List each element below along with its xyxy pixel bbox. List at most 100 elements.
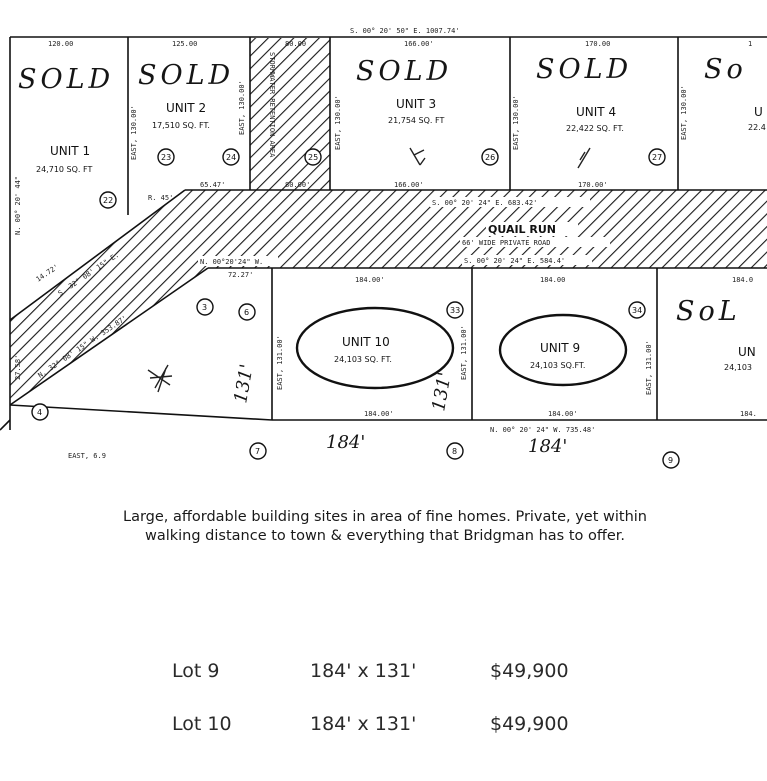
dim-bottom-lot2: 65.47' (200, 181, 225, 189)
marker-8: 8 (446, 442, 464, 460)
svg-text:26: 26 (485, 153, 495, 162)
dim-lot9-top: 184.00 (540, 276, 565, 284)
unit2-area: 17,510 SQ. FT. (152, 121, 210, 130)
marker-33: 33 (446, 301, 464, 319)
dim-bottom-lot4: 170.00' (578, 181, 608, 189)
svg-text:7: 7 (255, 447, 260, 456)
svg-text:23: 23 (161, 153, 171, 162)
dim-top-lot3: 166.00' (404, 40, 434, 48)
plat-map: S. 00° 20' 50" E. 1007.74' 120.00 125.00… (0, 27, 767, 469)
dim-top-lot2: 125.00 (172, 40, 197, 48)
marker-25: 25 (304, 148, 322, 166)
dim-top-lot4: 170.00 (585, 40, 610, 48)
dim-lot10-bottom: 184.00' (364, 410, 394, 418)
lot-price: $49,900 (490, 713, 569, 735)
marker-23: 23 (157, 148, 175, 166)
unit3-area: 21,754 SQ. FT (388, 116, 444, 125)
dim-diag3: 14.72' (35, 263, 60, 284)
marker-7: 7 (249, 442, 267, 460)
dim-lot8-top: 184.0 (732, 276, 753, 284)
listing-row-lot10: Lot 10 184' x 131' $49,900 (0, 713, 767, 743)
hand-width-2: 184' (528, 436, 567, 457)
marker-27: 27 (648, 148, 666, 166)
svg-text:33: 33 (450, 306, 460, 315)
marker-34: 34 (628, 301, 646, 319)
unit3-label: UNIT 3 (396, 97, 436, 111)
listing-row-lot9: Lot 9 184' x 131' $49,900 (0, 660, 767, 690)
road-desc: 66' WIDE PRIVATE ROAD (462, 239, 551, 247)
lot-price: $49,900 (490, 660, 569, 682)
svg-text:22: 22 (103, 196, 113, 205)
lot-name: Lot 10 (172, 713, 232, 735)
unit4-area: 22,422 SQ. FT. (566, 124, 624, 133)
dim-west-edge: N. 00° 20' 44" (14, 176, 22, 235)
unit8-label: UN (738, 345, 756, 359)
unit5-area: 22.4 (748, 123, 766, 132)
svg-text:9: 9 (668, 456, 673, 465)
svg-text:34: 34 (632, 306, 642, 315)
marker-4: 4 (31, 403, 49, 421)
dim-south-left: EAST, 6.9 (68, 452, 106, 460)
svg-text:8: 8 (452, 447, 457, 456)
road-name: QUAIL RUN (488, 223, 556, 236)
dim-arc: R. 45' (148, 194, 173, 202)
marker-6: 6 (238, 303, 256, 321)
dim-east-1: EAST, 130.00' (130, 105, 138, 160)
lot-9-circle (498, 313, 628, 387)
lot-size: 184' x 131' (310, 713, 417, 735)
unit10-area: 24,103 SQ. FT. (334, 355, 392, 364)
unit2-label: UNIT 2 (166, 101, 206, 115)
svg-text:27: 27 (652, 153, 662, 162)
road-bearing-south: S. 00° 20' 24" E. 584.4' (464, 257, 565, 265)
svg-text:3: 3 (202, 303, 207, 312)
dim-east-2: EAST, 130.00' (238, 80, 246, 135)
unit9-area: 24,103 SQ.FT. (530, 361, 585, 370)
road-west-dist: 72.27' (228, 271, 253, 279)
dim-bottom-storm: 80.00' (285, 181, 310, 189)
lot-markers: 22 23 24 25 26 27 3 4 6 7 8 9 33 34 (31, 148, 680, 469)
dim-bottom-lot3: 166.00' (394, 181, 424, 189)
dim-top-lot1: 120.00 (48, 40, 73, 48)
unit1-label: UNIT 1 (50, 144, 90, 158)
unit4-label: UNIT 4 (576, 105, 616, 119)
lot-lines (0, 36, 767, 431)
sold-lot8: SoL (676, 296, 741, 327)
sold-lot4: SOLD (536, 54, 632, 85)
dim-east-8: EAST, 131.00' (645, 340, 653, 395)
lot-10-circle (295, 306, 455, 390)
unit1-area: 24,710 SQ. FT (36, 165, 92, 174)
dim-east-3: EAST, 130.00' (334, 95, 342, 150)
hand-depth-left: 131' (230, 363, 258, 405)
dim-lot9-bottom: 184.00' (548, 410, 578, 418)
sold-lot5: So (704, 54, 747, 85)
lot-name: Lot 9 (172, 660, 220, 682)
svg-text:24: 24 (226, 153, 236, 162)
unit10-label: UNIT 10 (342, 335, 390, 349)
sold-lot3: SOLD (356, 56, 452, 87)
dim-south-line: N. 00° 20' 24" W. 735.48' (490, 426, 595, 434)
sold-lot2: SOLD (138, 60, 234, 91)
svg-text:4: 4 (37, 408, 42, 417)
top-bearing: S. 00° 20' 50" E. 1007.74' (350, 27, 460, 35)
dim-east-10: EAST, 131.00' (276, 335, 284, 390)
unit8-area: 24,103 (724, 363, 752, 372)
listing-description: Large, affordable building sites in area… (123, 509, 647, 544)
sold-lot1: SOLD (18, 64, 114, 95)
dim-lot8-bottom: 184. (740, 410, 757, 418)
marker-9: 9 (662, 451, 680, 469)
hand-depth-mid: 131' (428, 371, 456, 413)
dim-top-storm: 80.00 (285, 40, 306, 48)
unit9-label: UNIT 9 (540, 341, 580, 355)
unit5-label: U (754, 105, 763, 119)
marker-24: 24 (222, 148, 240, 166)
dim-east-9: EAST, 131.00' (460, 325, 468, 380)
hand-width-1: 184' (326, 432, 365, 453)
marker-22: 22 (99, 191, 117, 209)
marker-26: 26 (481, 148, 499, 166)
stormwater-area (250, 38, 330, 190)
storm-label: STORMWATER RETENTION AREA (268, 52, 276, 158)
dim-west-left: 27.58' (14, 355, 22, 380)
dim-east-4: EAST, 130.00' (512, 95, 520, 150)
svg-text:6: 6 (244, 308, 249, 317)
dim-east-5: EAST, 130.00' (680, 85, 688, 140)
